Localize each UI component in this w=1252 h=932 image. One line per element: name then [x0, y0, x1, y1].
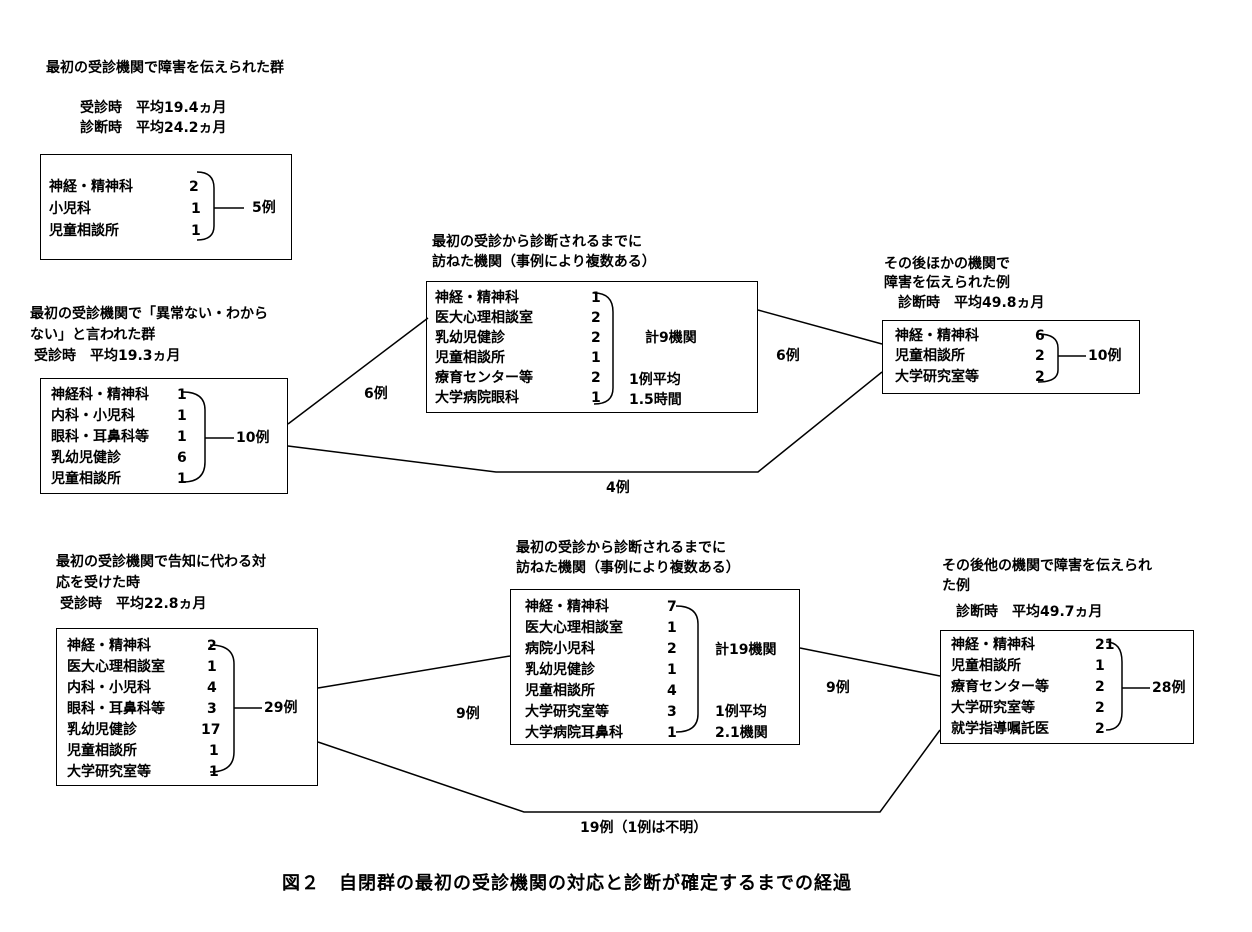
group-c-mid-avg-line1: 1例平均 — [715, 704, 767, 720]
group-b-title-line2: ない」と言われた群 — [30, 327, 156, 343]
list-item: 医大心理相談室 2 — [435, 310, 601, 326]
group-c-right-total: 28例 — [1152, 680, 1186, 696]
group-b-link-mid-to-right-label: 6例 — [776, 348, 800, 364]
group-b-total: 10例 — [236, 430, 270, 446]
figure-caption: 図２ 自閉群の最初の受診機関の対応と診断が確定するまでの経過 — [282, 873, 852, 894]
group-b-mid-total: 計9機関 — [645, 330, 697, 346]
group-c-right-title-line2: た例 — [942, 578, 970, 594]
group-b-stat: 受診時 平均19.3ヵ月 — [34, 348, 181, 364]
brace-b-right — [1037, 333, 1086, 383]
list-item: 大学研究室等 1 — [67, 764, 219, 780]
group-b-right-total: 10例 — [1088, 348, 1122, 364]
brace-b-left — [182, 391, 234, 483]
group-a-stat-visit: 受診時 平均19.4ヵ月 — [80, 100, 227, 116]
group-c-link-mid-to-right-label: 9例 — [826, 680, 850, 696]
link-b-direct — [287, 371, 883, 473]
group-a-stat-diagnosis: 診断時 平均24.2ヵ月 — [80, 120, 227, 136]
group-b-mid-title-line1: 最初の受診から診断されるまでに — [432, 234, 642, 250]
link-b-to-mid — [287, 317, 429, 425]
list-item: 大学研究室等 2 — [951, 700, 1105, 716]
group-a-total: 5例 — [252, 200, 276, 216]
group-b-title-line1: 最初の受診機関で「異常ない・わから — [30, 306, 268, 322]
group-c-mid-title-line2: 訪ねた機関（事例により複数ある） — [516, 560, 740, 576]
list-item: 神経科・精神科 1 — [51, 387, 187, 403]
link-c-mid-to-right — [799, 647, 941, 677]
list-item: 乳幼児健診 2 — [435, 330, 601, 346]
group-b-box: 神経科・精神科 1 内科・小児科 1 眼科・耳鼻科等 1 乳幼児健診 6 児童相… — [40, 378, 288, 494]
list-item: 神経・精神科 1 — [435, 290, 601, 306]
list-item: 児童相談所 4 — [525, 683, 677, 699]
group-b-right-title-line1: その後ほかの機関で — [884, 256, 1010, 272]
group-c-mid-box: 神経・精神科 7 医大心理相談室 1 病院小児科 2 乳幼児健診 1 児童相談所… — [510, 589, 800, 745]
list-item: 神経・精神科 2 — [67, 638, 217, 654]
group-b-right-title-line2: 障害を伝えられた例 — [884, 275, 1010, 291]
list-item: 児童相談所 1 — [951, 658, 1105, 674]
list-item: 療育センター等 2 — [435, 370, 601, 386]
group-b-link-to-mid-label: 6例 — [364, 386, 388, 402]
group-c-right-stat: 診断時 平均49.7ヵ月 — [956, 604, 1103, 620]
link-b-mid-to-right — [757, 309, 883, 345]
list-item: 大学病院耳鼻科 1 — [525, 725, 677, 741]
list-item: 神経・精神科 21 — [951, 637, 1115, 653]
group-c-stat: 受診時 平均22.8ヵ月 — [60, 596, 207, 612]
list-item: 乳幼児健診 6 — [51, 450, 187, 466]
group-c-mid-total: 計19機関 — [715, 642, 777, 658]
brace-b-mid — [593, 292, 614, 405]
list-item: 神経・精神科 6 — [895, 328, 1045, 344]
list-item: 小児科 1 — [49, 201, 201, 217]
link-c-direct — [317, 729, 941, 813]
brace-c-right — [1105, 641, 1150, 731]
group-c-box: 神経・精神科 2 医大心理相談室 1 内科・小児科 4 眼科・耳鼻科等 3 乳幼… — [56, 628, 318, 786]
group-b-mid-title-line2: 訪ねた機関（事例により複数ある） — [432, 254, 656, 270]
group-c-link-direct-label: 19例（1例は不明） — [580, 820, 708, 836]
group-b-mid-box: 神経・精神科 1 医大心理相談室 2 乳幼児健診 2 児童相談所 1 療育センタ… — [426, 281, 758, 413]
group-c-total: 29例 — [264, 700, 298, 716]
group-b-link-direct-label: 4例 — [606, 480, 630, 496]
list-item: 神経・精神科 2 — [49, 179, 199, 195]
group-a-title: 最初の受診機関で障害を伝えられた群 — [46, 60, 284, 76]
brace-a — [196, 171, 244, 241]
list-item: 児童相談所 1 — [435, 350, 601, 366]
list-item: 就学指導嘱託医 2 — [951, 721, 1105, 737]
list-item: 神経・精神科 7 — [525, 599, 677, 615]
group-b-right-box: 神経・精神科 6 児童相談所 2 大学研究室等 2 — [882, 320, 1140, 394]
list-item: 大学研究室等 3 — [525, 704, 677, 720]
list-item: 大学研究室等 2 — [895, 369, 1045, 385]
group-c-right-box: 神経・精神科 21 児童相談所 1 療育センター等 2 大学研究室等 2 就学指… — [940, 630, 1194, 744]
group-b-mid-avg-line2: 1.5時間 — [629, 392, 682, 408]
list-item: 児童相談所 2 — [895, 348, 1045, 364]
list-item: 病院小児科 2 — [525, 641, 677, 657]
group-c-title-line1: 最初の受診機関で告知に代わる対 — [56, 554, 266, 570]
list-item: 大学病院眼科 1 — [435, 390, 601, 406]
list-item: 内科・小児科 4 — [67, 680, 217, 696]
list-item: 児童相談所 1 — [67, 743, 219, 759]
group-c-title-line2: 応を受けた時 — [56, 575, 140, 591]
list-item: 眼科・耳鼻科等 1 — [51, 429, 187, 445]
group-b-mid-avg-line1: 1例平均 — [629, 372, 681, 388]
group-c-mid-avg-line2: 2.1機関 — [715, 725, 768, 741]
brace-c-left — [209, 644, 262, 773]
group-c-mid-title-line1: 最初の受診から診断されるまでに — [516, 540, 726, 556]
list-item: 児童相談所 1 — [51, 471, 187, 487]
link-c-to-mid — [317, 655, 511, 689]
list-item: 医大心理相談室 1 — [67, 659, 217, 675]
group-c-link-to-mid-label: 9例 — [456, 706, 480, 722]
list-item: 内科・小児科 1 — [51, 408, 187, 424]
list-item: 乳幼児健診 1 — [525, 662, 677, 678]
group-a-box: 神経・精神科 2 小児科 1 児童相談所 1 — [40, 154, 292, 260]
brace-c-mid — [675, 605, 699, 733]
list-item: 児童相談所 1 — [49, 223, 201, 239]
list-item: 療育センター等 2 — [951, 679, 1105, 695]
list-item: 医大心理相談室 1 — [525, 620, 677, 636]
list-item: 乳幼児健診 17 — [67, 722, 221, 738]
group-c-right-title-line1: その後他の機関で障害を伝えられ — [942, 558, 1152, 574]
group-b-right-stat: 診断時 平均49.8ヵ月 — [898, 295, 1045, 311]
list-item: 眼科・耳鼻科等 3 — [67, 701, 217, 717]
